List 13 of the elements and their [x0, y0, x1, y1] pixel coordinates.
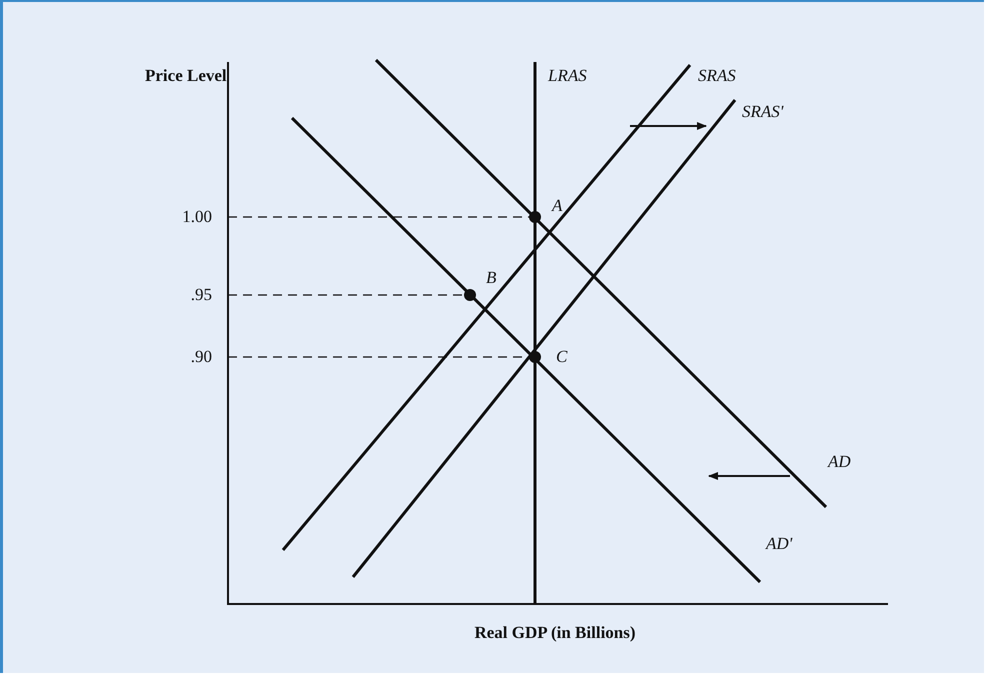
curve-label: AD': [766, 534, 792, 554]
point-label: A: [552, 196, 562, 216]
curve-label: LRAS: [548, 66, 587, 86]
curve-label: SRAS: [698, 66, 736, 86]
axis-title: Price Level: [145, 66, 227, 86]
tick-label: .90: [190, 347, 212, 367]
curve-label: AD: [828, 452, 851, 472]
point-label: C: [556, 347, 568, 367]
axis-title: Real GDP (in Billions): [474, 623, 636, 643]
tick-label: .95: [190, 285, 212, 305]
curve-label: SRAS': [742, 102, 784, 122]
point-label: B: [486, 268, 496, 288]
tick-label: 1.00: [182, 207, 212, 227]
